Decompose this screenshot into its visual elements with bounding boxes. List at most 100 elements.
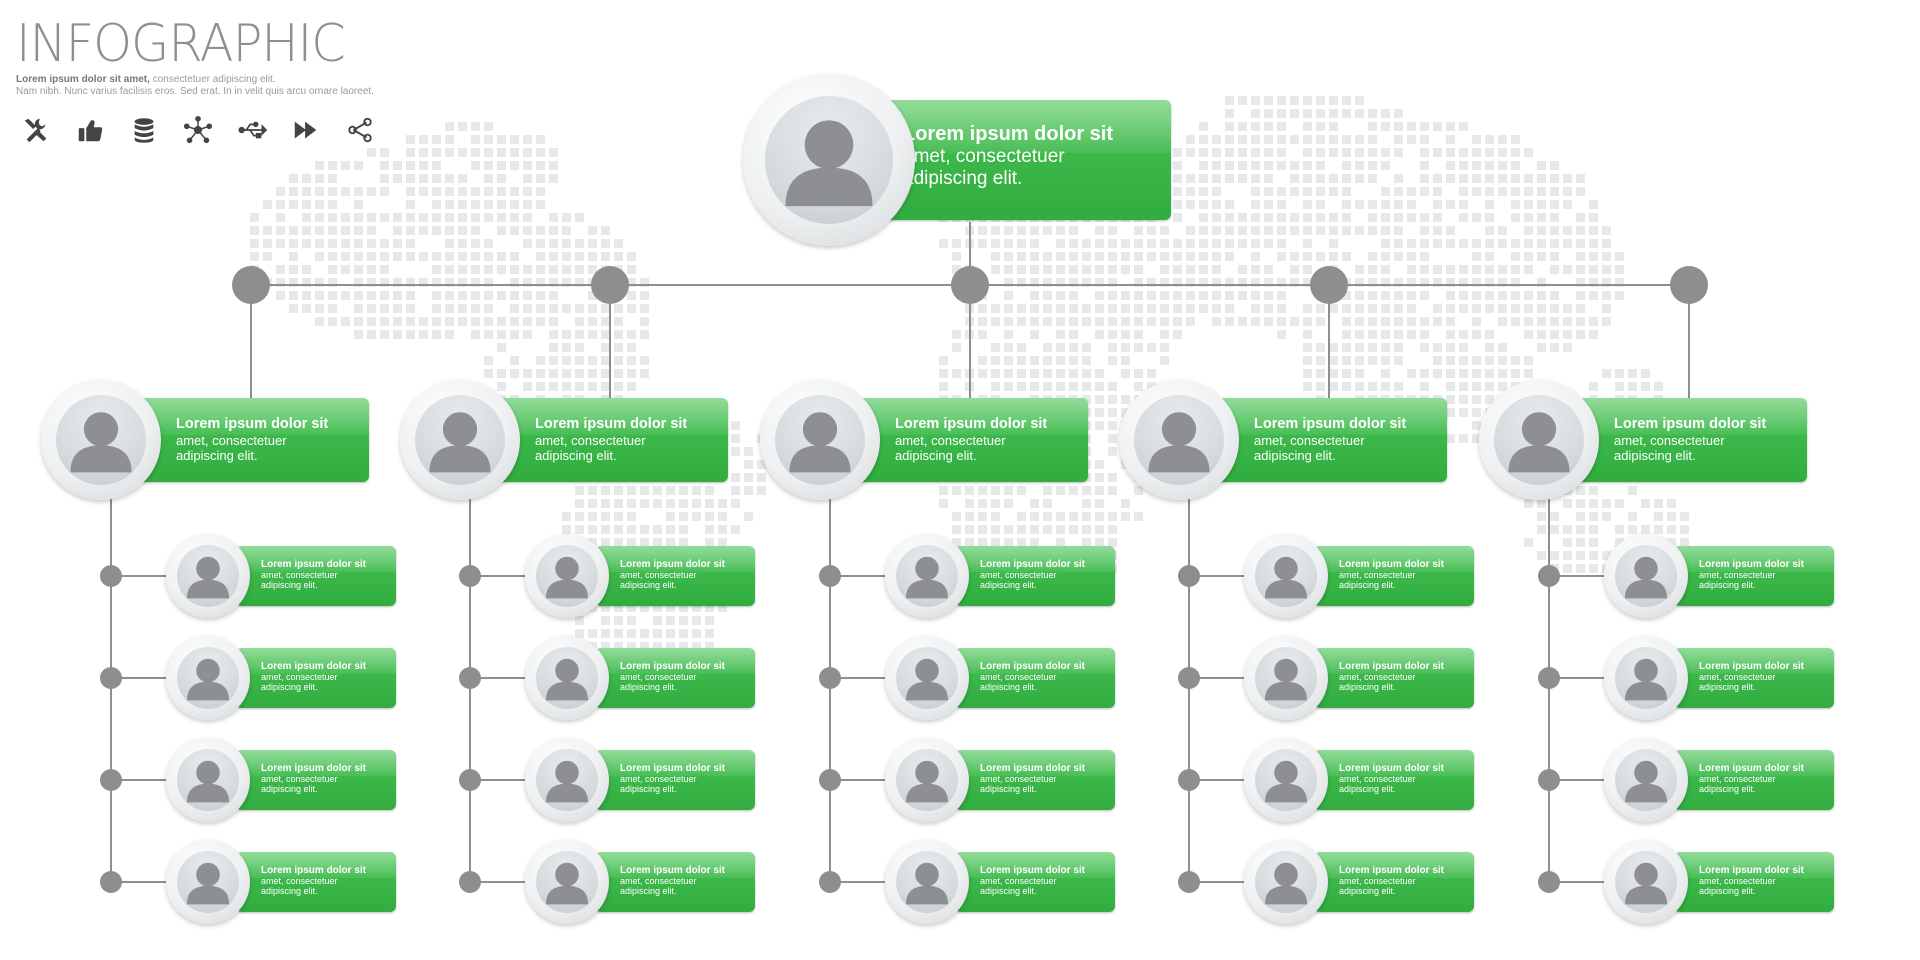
map-dot	[692, 642, 701, 651]
map-dot	[1030, 252, 1039, 261]
map-dot	[1576, 551, 1585, 560]
map-dot	[978, 356, 987, 365]
avatar-photo	[896, 749, 958, 811]
map-dot	[1134, 512, 1143, 521]
map-dot	[1472, 135, 1481, 144]
map-dot	[1108, 395, 1117, 404]
map-dot	[640, 317, 649, 326]
map-dot	[315, 291, 324, 300]
map-dot	[1420, 330, 1429, 339]
map-dot	[432, 330, 441, 339]
map-dot	[523, 278, 532, 287]
map-dot	[1316, 343, 1325, 352]
map-dot	[1459, 200, 1468, 209]
map-dot	[367, 304, 376, 313]
map-dot	[575, 317, 584, 326]
map-dot	[601, 499, 610, 508]
node-line-2: amet, consectetuer	[261, 774, 338, 784]
map-dot	[1173, 213, 1182, 222]
map-dot	[497, 174, 506, 183]
map-dot	[627, 525, 636, 534]
map-dot	[1524, 213, 1533, 222]
map-dot	[1511, 187, 1520, 196]
map-dot	[991, 538, 1000, 547]
map-dot	[939, 356, 948, 365]
map-dot	[1017, 525, 1026, 534]
map-dot	[1394, 148, 1403, 157]
node-label-box	[595, 648, 755, 708]
map-dot	[1121, 512, 1130, 521]
map-dot	[380, 252, 389, 261]
person-icon	[1148, 412, 1210, 473]
map-dot	[640, 330, 649, 339]
map-dot	[1290, 187, 1299, 196]
map-dot	[497, 343, 506, 352]
map-dot	[601, 512, 610, 521]
map-dot	[1472, 330, 1481, 339]
map-dot	[1524, 538, 1533, 547]
node-label-box	[595, 546, 755, 606]
map-dot	[1251, 239, 1260, 248]
map-dot	[601, 239, 610, 248]
map-dot	[1277, 148, 1286, 157]
map-dot	[1277, 213, 1286, 222]
map-dot	[1329, 109, 1338, 118]
map-dot	[744, 447, 753, 456]
map-dot	[1524, 356, 1533, 365]
map-dot	[484, 278, 493, 287]
map-dot	[1186, 278, 1195, 287]
map-dot	[1446, 135, 1455, 144]
map-dot	[952, 512, 961, 521]
map-dot	[1433, 174, 1442, 183]
map-dot	[1329, 213, 1338, 222]
map-dot	[1407, 187, 1416, 196]
map-dot	[1056, 304, 1065, 313]
map-dot	[367, 187, 376, 196]
map-dot	[1147, 369, 1156, 378]
map-dot	[1394, 252, 1403, 261]
map-dot	[991, 226, 1000, 235]
map-dot	[1407, 317, 1416, 326]
avatar	[1479, 380, 1599, 500]
map-dot	[1498, 148, 1507, 157]
map-dot	[341, 239, 350, 248]
map-dot	[679, 525, 688, 534]
map-dot	[1134, 226, 1143, 235]
node-line-3: adipiscing elit.	[1699, 784, 1756, 794]
map-dot	[978, 304, 987, 313]
map-dot	[627, 356, 636, 365]
map-dot	[1589, 200, 1598, 209]
map-dot	[1368, 148, 1377, 157]
avatar	[525, 636, 609, 720]
map-dot	[380, 174, 389, 183]
map-dot	[1576, 330, 1585, 339]
map-dot	[1368, 109, 1377, 118]
map-dot	[1459, 122, 1468, 131]
map-dot	[679, 512, 688, 521]
map-dot	[1043, 525, 1052, 534]
map-dot	[653, 538, 662, 547]
map-dot	[1160, 343, 1169, 352]
map-dot	[276, 265, 285, 274]
avatar-photo	[1615, 545, 1677, 607]
map-dot	[445, 174, 454, 183]
map-dot	[1628, 525, 1637, 534]
map-dot	[575, 343, 584, 352]
map-dot	[1212, 161, 1221, 170]
node-line-3: adipiscing elit.	[620, 682, 677, 692]
map-dot	[1303, 226, 1312, 235]
map-dot	[1472, 187, 1481, 196]
map-dot	[1485, 213, 1494, 222]
map-dot	[536, 226, 545, 235]
node-title: Lorem ipsum dolor sit	[620, 559, 726, 570]
map-dot	[1576, 213, 1585, 222]
map-dot	[1485, 343, 1494, 352]
map-dot	[432, 304, 441, 313]
map-dot	[1420, 265, 1429, 274]
map-dot	[1264, 291, 1273, 300]
map-dot	[1641, 369, 1650, 378]
map-dot	[1485, 148, 1494, 157]
map-dot	[1537, 304, 1546, 313]
map-dot	[510, 317, 519, 326]
map-dot	[1511, 174, 1520, 183]
